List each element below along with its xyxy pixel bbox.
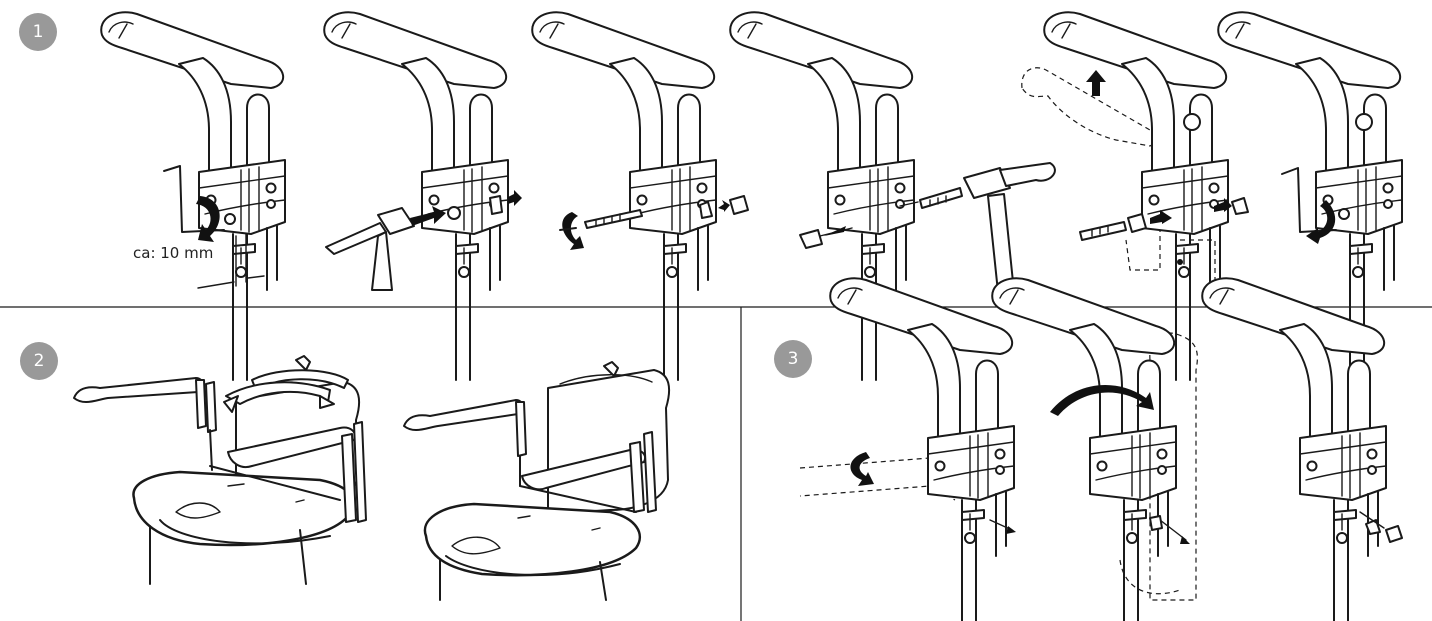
- step2-panel-armrest-mounted-on-toilet: [403, 361, 671, 601]
- step1-panel-loosen-screw: [100, 11, 286, 381]
- step1-panel-remove-screw: [531, 11, 749, 381]
- step1-panel-lift-armrest: [1021, 11, 1249, 381]
- step1-panel-tighten-screw: [1217, 11, 1403, 381]
- step-3-badge: 3: [774, 340, 812, 378]
- step-2-badge: 2: [20, 342, 58, 380]
- step3-panel-rotate-armrest-down: [799, 277, 1016, 621]
- step3-panel-swing-armrest-up: [991, 277, 1198, 621]
- measurement-label: ca: 10 mm: [133, 244, 214, 262]
- step1-panel-hammer-pin-out: [323, 11, 522, 381]
- step2-panel-armrest-swing-back: [73, 355, 367, 585]
- step3-panel-refit-screws: [1201, 277, 1403, 621]
- step-1-badge: 1: [19, 13, 57, 51]
- step1-panel-hammer-pin-in: [729, 11, 1056, 381]
